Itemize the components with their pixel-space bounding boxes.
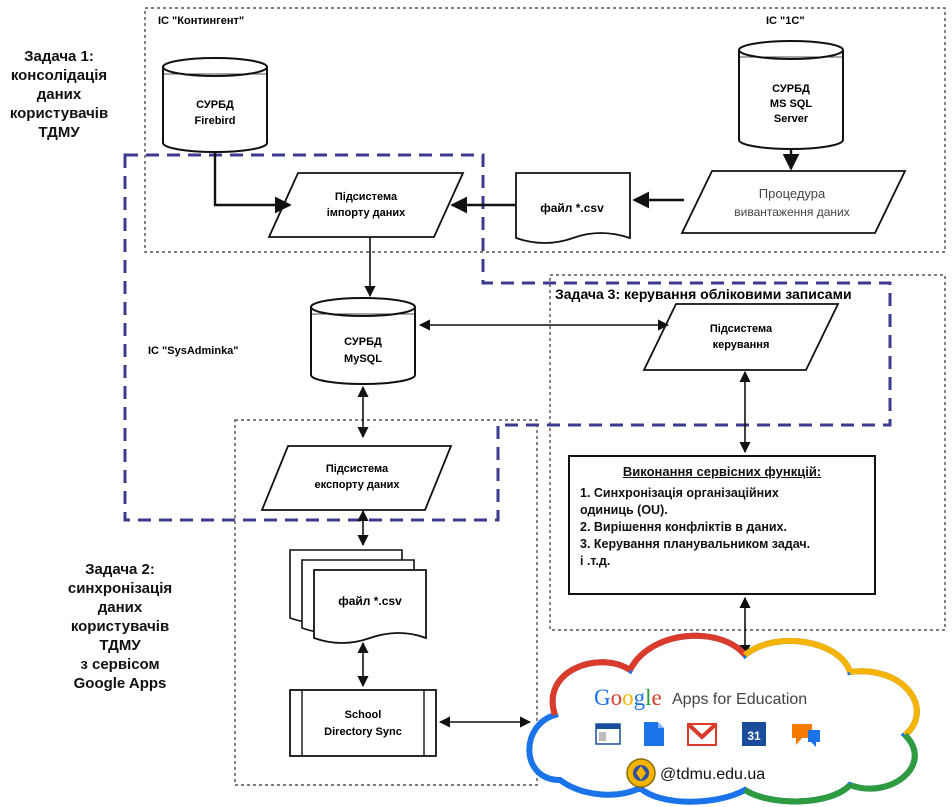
csv-file-top-label: файл *.csv xyxy=(540,201,604,215)
task1-line-5: ТДМУ xyxy=(38,124,80,141)
task2-line-5: ТДМУ xyxy=(99,637,141,654)
db-firebird-line2: Firebird xyxy=(195,115,236,127)
task1-line-4: користувачів xyxy=(9,105,109,122)
school-sync-line2: Directory Sync xyxy=(324,726,402,738)
export-line2: експорту даних xyxy=(315,479,401,491)
service-functions-box: Виконання сервісних функцій: 1. Синхроні… xyxy=(568,455,876,595)
task1-line-1: Задача 1: xyxy=(24,48,94,65)
db-firebird: СУРБД Firebird xyxy=(162,57,268,153)
db-mysql: СУРБД MySQL xyxy=(310,297,416,385)
task2-line-2: синхронізація xyxy=(67,580,173,597)
db-firebird-line1: СУРБД xyxy=(196,99,234,111)
google-brand: Google xyxy=(594,685,662,710)
service-item-5: і .т.д. xyxy=(580,554,611,568)
task2-label: Задача 2: синхронізація даних користувач… xyxy=(25,560,215,693)
service-item-3: 2. Вирішення конфліктів в даних. xyxy=(580,520,787,534)
db-mysql-line1: СУРБД xyxy=(344,336,382,348)
csv-file-bottom-label: файл *.csv xyxy=(338,594,402,608)
gmail-icon xyxy=(686,722,718,746)
csv-file-bottom: файл *.csv xyxy=(289,549,427,644)
task2-line-1: Задача 2: xyxy=(85,561,155,578)
db-mssql-line3: Server xyxy=(774,113,809,125)
talk-icon xyxy=(792,724,820,747)
sites-icon xyxy=(595,723,621,745)
service-item-1: 1. Синхронізація організаційних xyxy=(580,486,779,500)
task1-line-2: консолідація xyxy=(10,67,108,84)
export-procedure-line1: Процедура xyxy=(759,186,826,201)
calendar-icon-day: 31 xyxy=(747,729,761,743)
arrow-firebird-to-import xyxy=(213,152,292,214)
management-subsystem: Підсистема керування xyxy=(642,303,840,371)
google-domain: @tdmu.edu.ua xyxy=(660,766,765,783)
task3-label: Задача 3: керування обліковими записами xyxy=(555,286,852,302)
region-1c-label: ІС "1С" xyxy=(766,15,805,27)
calendar-icon: 31 xyxy=(742,722,766,746)
university-logo xyxy=(626,758,656,788)
export-procedure-line2: вивантаження даних xyxy=(734,205,849,219)
management-line1: Підсистема xyxy=(710,323,773,335)
service-item-2: одиниць (OU). xyxy=(580,503,668,517)
google-product: Apps for Education xyxy=(672,691,807,708)
school-directory-sync: School Directory Sync xyxy=(289,689,437,757)
task1-line-3: даних xyxy=(36,86,82,103)
task2-line-6: з сервісом xyxy=(80,656,160,673)
connectors xyxy=(213,150,800,728)
task2-line-3: даних xyxy=(97,599,143,616)
school-sync-line1: School xyxy=(345,709,382,721)
google-cloud: Google Apps for Education 31 xyxy=(526,632,920,805)
import-subsystem: Підсистема імпорту даних xyxy=(267,172,465,238)
db-mysql-line2: MySQL xyxy=(344,353,382,365)
task2-line-4: користувачів xyxy=(70,618,170,635)
import-line1: Підсистема xyxy=(335,191,398,203)
management-line2: керування xyxy=(713,339,770,351)
region-kontingent-label: ІС "Контингент" xyxy=(158,15,244,27)
task2-line-7: Google Apps xyxy=(73,675,167,692)
export-line1: Підсистема xyxy=(326,463,389,475)
region-sysadminka xyxy=(123,153,892,522)
db-mssql-line1: СУРБД xyxy=(772,83,810,95)
service-functions-title: Виконання сервісних функцій: xyxy=(622,464,822,479)
export-subsystem: Підсистема експорту даних xyxy=(260,445,453,511)
region-task2 xyxy=(234,419,538,786)
import-line2: імпорту даних xyxy=(327,207,406,219)
db-mssql-line2: MS SQL xyxy=(770,98,812,110)
region-task3 xyxy=(549,274,946,631)
task1-label: Задача 1: консолідація даних користувачі… xyxy=(0,47,118,142)
export-procedure: Процедура вивантаження даних xyxy=(680,170,907,234)
service-item-4: 3. Керування планувальником задач. xyxy=(580,537,811,551)
csv-file-top: файл *.csv xyxy=(515,172,631,244)
region-sysadminka-label: ІС "SysAdminka" xyxy=(148,345,239,357)
db-mssql: СУРБД MS SQL Server xyxy=(738,40,844,150)
drive-icon xyxy=(644,722,664,746)
